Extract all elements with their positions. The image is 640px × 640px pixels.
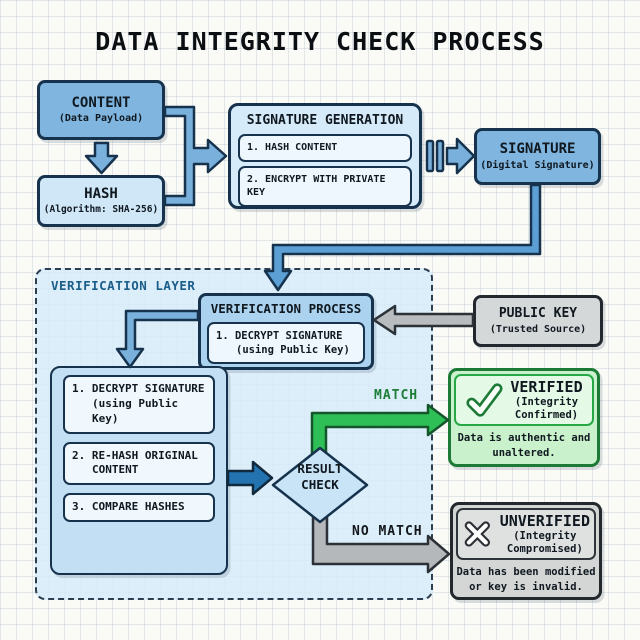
result-check-line2: CHECK <box>301 477 339 493</box>
unverified-header: UNVERIFIED (Integrity Compromised) <box>456 508 596 561</box>
segment-bar-icon <box>425 139 435 173</box>
verified-node: VERIFIED (Integrity Confirmed) Data is a… <box>448 368 600 467</box>
signature-subtitle: (Digital Signature) <box>480 159 595 171</box>
segment-bar-icon <box>435 139 445 173</box>
hash-node: HASH (Algorithm: SHA-256) <box>37 175 165 227</box>
public-key-subtitle: (Trusted Source) <box>489 323 587 335</box>
siggen-step-2: 2. ENCRYPT WITH PRIVATE KEY <box>238 165 412 207</box>
verify-step-2: 2. RE-HASH ORIGINAL CONTENT <box>63 441 215 486</box>
verified-title: VERIFIED <box>510 378 583 396</box>
unverified-node: UNVERIFIED (Integrity Compromised) Data … <box>450 502 602 600</box>
verify-step-3: 3. COMPARE HASHES <box>63 493 215 523</box>
verified-text-block: VERIFIED (Integrity Confirmed) <box>510 378 583 421</box>
verified-subtitle-2: Confirmed) <box>514 408 579 421</box>
signature-generation-node: SIGNATURE GENERATION 1. HASH CONTENT 2. … <box>228 103 422 209</box>
content-subtitle: (Data Payload) <box>58 113 144 125</box>
unverified-subtitle-1: (Integrity <box>513 530 577 543</box>
verification-steps-node: 1. DECRYPT SIGNATURE (using Public Key) … <box>50 366 228 575</box>
verification-process-node: VERIFICATION PROCESS 1. DECRYPT SIGNATUR… <box>198 293 374 370</box>
siggen-step-1: 1. HASH CONTENT <box>238 134 412 162</box>
x-mark-icon <box>464 521 491 547</box>
unverified-subtitle-2: Compromised) <box>506 542 583 555</box>
hash-subtitle: (Algorithm: SHA-256) <box>43 203 159 215</box>
verify-step-1: 1. DECRYPT SIGNATURE (using Public Key) <box>63 375 215 434</box>
vp-step-line1: 1. DECRYPT SIGNATURE <box>216 330 343 342</box>
verified-subtitle-1: (Integrity <box>514 396 579 409</box>
signature-generation-title: SIGNATURE GENERATION <box>246 113 404 128</box>
checkmark-icon <box>466 383 503 417</box>
verify-step-3-line1: 3. COMPARE HASHES <box>72 500 185 514</box>
verification-process-title: VERIFICATION PROCESS <box>210 301 362 316</box>
match-edge-label: MATCH <box>374 388 419 403</box>
result-check-label: RESULT CHECK <box>285 461 355 494</box>
public-key-node: PUBLIC KEY (Trusted Source) <box>473 295 603 347</box>
unverified-title: UNVERIFIED <box>499 512 590 530</box>
verification-layer-label: VERIFICATION LAYER <box>51 278 196 293</box>
result-check-line1: RESULT <box>297 461 343 476</box>
no-match-edge-label: NO MATCH <box>352 524 423 539</box>
vp-step-line2: (using Public Key) <box>236 344 350 357</box>
connector-bus-to-signature-generation <box>163 105 228 207</box>
content-node: CONTENT (Data Payload) <box>37 80 165 140</box>
page-title: DATA INTEGRITY CHECK PROCESS <box>95 27 545 56</box>
arrow-siggen-to-signature <box>445 137 476 175</box>
hash-title: HASH <box>84 186 118 203</box>
verify-step-2-line2: CONTENT <box>92 463 139 477</box>
verification-process-step: 1. DECRYPT SIGNATURE (using Public Key) <box>207 322 365 365</box>
verified-header: VERIFIED (Integrity Confirmed) <box>454 374 594 427</box>
verify-step-1-line1: 1. DECRYPT SIGNATURE <box>72 382 205 395</box>
arrow-content-to-hash <box>84 141 119 175</box>
content-title: CONTENT <box>71 94 131 111</box>
verify-step-1-line2: (using Public Key) <box>92 396 179 425</box>
public-key-title: PUBLIC KEY <box>498 306 578 322</box>
verified-description: Data is authentic and unaltered. <box>457 432 591 459</box>
unverified-description: Data has been modified or key is invalid… <box>456 566 596 593</box>
verify-step-2-line1: 2. RE-HASH ORIGINAL <box>72 448 198 462</box>
signature-node: SIGNATURE (Digital Signature) <box>474 128 601 185</box>
unverified-text-block: UNVERIFIED (Integrity Compromised) <box>499 512 590 555</box>
signature-title: SIGNATURE <box>499 141 576 158</box>
